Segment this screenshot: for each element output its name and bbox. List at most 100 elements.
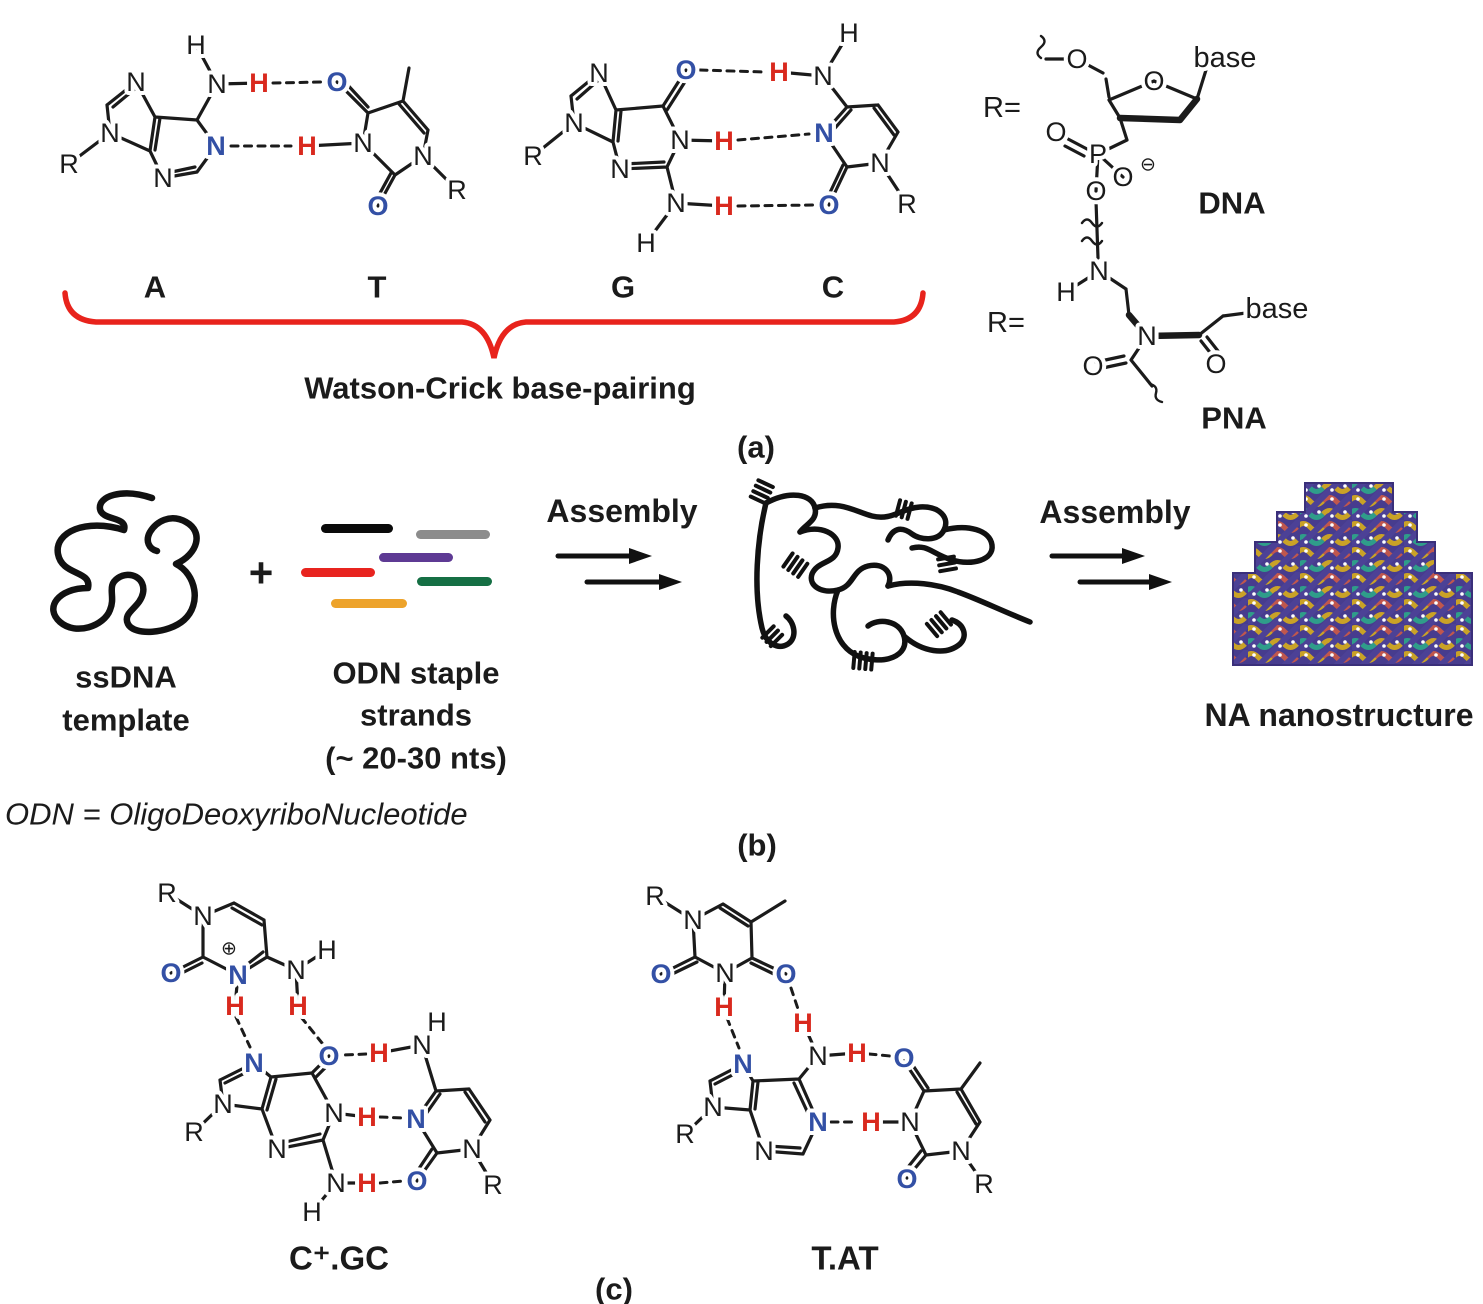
gc-double-bonds	[575, 72, 896, 203]
pna-double-bonds	[1094, 335, 1220, 371]
atom-label: N	[666, 188, 686, 218]
atom-label: H	[225, 991, 245, 1021]
staple-hatch	[851, 650, 875, 672]
atom-label: H	[302, 1197, 322, 1227]
atom-label: N	[589, 58, 609, 88]
atom-label: O	[1205, 349, 1226, 379]
atom-label: R	[447, 175, 467, 205]
staple-hatch	[748, 478, 775, 506]
odn-label-line2: strands	[360, 697, 472, 733]
atom-label: R	[645, 881, 665, 911]
atom-label: N	[1089, 256, 1109, 286]
staple-strand-green	[417, 577, 492, 586]
atom-label: N	[153, 163, 173, 193]
atom-label: N	[715, 958, 735, 988]
cgc-hydrogen-bonds	[234, 1015, 406, 1185]
staple-strand-purple	[379, 553, 453, 562]
base-label-g: G	[610, 269, 636, 305]
atom-label: O	[367, 191, 388, 221]
atom-label: O	[1082, 351, 1103, 381]
atom-label: P	[1089, 139, 1107, 169]
base-label-c: C	[821, 269, 845, 305]
plus-sign: +	[248, 549, 274, 596]
atom-label: H	[847, 1038, 867, 1068]
at-hydrogen-bonds	[229, 80, 324, 148]
atom-label: N	[670, 125, 690, 155]
staple-strand-black	[321, 524, 393, 533]
atom-label: O	[1045, 117, 1066, 147]
atom-label: ⊖	[1140, 155, 1156, 176]
panel-b-tag: (b)	[737, 827, 777, 863]
atom-label: N	[808, 1041, 828, 1071]
staple-strand-gray	[416, 530, 490, 539]
atom-label: H	[369, 1038, 389, 1068]
atom-label: N	[412, 1030, 432, 1060]
atom-label: N	[324, 1098, 344, 1128]
staple-hatch	[781, 551, 810, 579]
atom-label: N	[193, 901, 213, 931]
atom-label: O	[1085, 176, 1106, 206]
atom-label: R	[523, 141, 543, 171]
atom-label: O	[406, 1166, 427, 1196]
atom-label: H	[1056, 277, 1076, 307]
cgc-label: C⁺.GC	[289, 1239, 389, 1277]
atom-label: N	[808, 1107, 828, 1137]
atom-label: H	[793, 1008, 813, 1038]
atom-label: H	[769, 57, 789, 87]
atom-label: base	[1194, 42, 1257, 74]
atom-label: O	[160, 958, 181, 988]
atom-label: O	[1112, 162, 1133, 192]
atom-label: N	[353, 128, 373, 158]
atom-label: H	[186, 30, 206, 60]
atom-label: N	[754, 1136, 774, 1166]
atom-label: O	[675, 55, 696, 85]
atom-label: N	[326, 1168, 346, 1198]
panel-c-tag: (c)	[595, 1271, 633, 1304]
atom-label: R	[184, 1117, 204, 1147]
atom-label: N	[814, 118, 834, 148]
atom-label: H	[839, 18, 859, 48]
atom-label: O	[818, 190, 839, 220]
atom-label: N	[733, 1049, 753, 1079]
atom-label: R	[157, 878, 177, 908]
atom-label: H	[288, 991, 308, 1021]
atom-label: O	[318, 1041, 339, 1071]
staple-hatch	[924, 610, 953, 639]
gc-hydrogen-bonds	[698, 68, 816, 208]
ssdna-template-scribble	[50, 490, 200, 636]
atom-label: N	[406, 1104, 426, 1134]
assembly-label-1: Assembly	[546, 493, 698, 529]
atom-label: N	[126, 67, 146, 97]
staple-hatch	[760, 624, 785, 649]
atom-label: R	[59, 149, 79, 179]
atom-label: N	[206, 131, 226, 161]
atom-label: N	[244, 1048, 264, 1078]
atom-label: N	[228, 960, 248, 990]
atom-label: H	[861, 1107, 881, 1137]
tat-label: T.AT	[811, 1239, 879, 1277]
atom-label: R	[974, 1169, 994, 1199]
atom-label: N	[213, 1089, 233, 1119]
atom-label: R	[897, 189, 917, 219]
atom-label: O	[1066, 44, 1087, 74]
chain-squiggles	[1036, 34, 1104, 246]
staple-strand-orange	[331, 599, 407, 608]
na-nanostructure-image	[1232, 482, 1473, 666]
atom-label: H	[636, 228, 656, 258]
atom-label: H	[714, 126, 734, 156]
atom-label: N	[870, 148, 890, 178]
ssdna-label-line2: template	[62, 702, 190, 738]
atom-label: O	[1143, 66, 1164, 96]
atom-label: R	[483, 1170, 503, 1200]
dna-label: DNA	[1198, 185, 1266, 221]
atom-label: N	[286, 955, 306, 985]
atom-label: H	[714, 191, 734, 221]
